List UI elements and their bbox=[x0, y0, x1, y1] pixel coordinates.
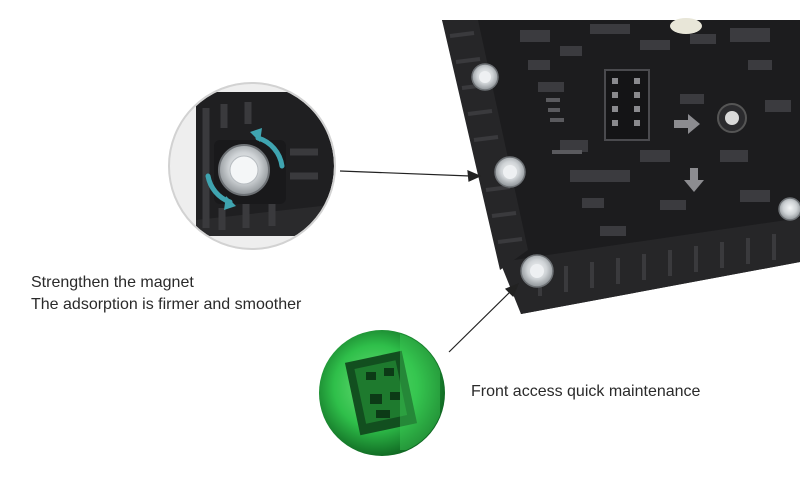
silkscreen-marks bbox=[546, 98, 582, 154]
magnet-caption-line-2: The adsorption is firmer and smoother bbox=[31, 296, 302, 313]
pin-header-connector bbox=[604, 69, 650, 141]
magnet-caption-line-1: Strengthen the magnet bbox=[31, 274, 194, 291]
push-button-component bbox=[717, 103, 747, 133]
rotate-arrow-head-top bbox=[250, 128, 262, 142]
arrow-down-icon bbox=[684, 168, 704, 192]
front-access-inset bbox=[319, 330, 445, 456]
front-access-caption: Front access quick maintenance bbox=[471, 383, 701, 400]
magnet-caption: Strengthen the magnet The adsorption is … bbox=[31, 272, 301, 316]
rotate-arrow-head-bottom bbox=[224, 196, 236, 210]
arrow-right-icon bbox=[674, 114, 700, 134]
board-magnets bbox=[471, 63, 800, 288]
magnet-closeup-inset bbox=[168, 82, 336, 250]
callout-lines bbox=[339, 170, 520, 353]
led-module-board bbox=[442, 18, 800, 314]
pcb-components bbox=[520, 24, 791, 236]
